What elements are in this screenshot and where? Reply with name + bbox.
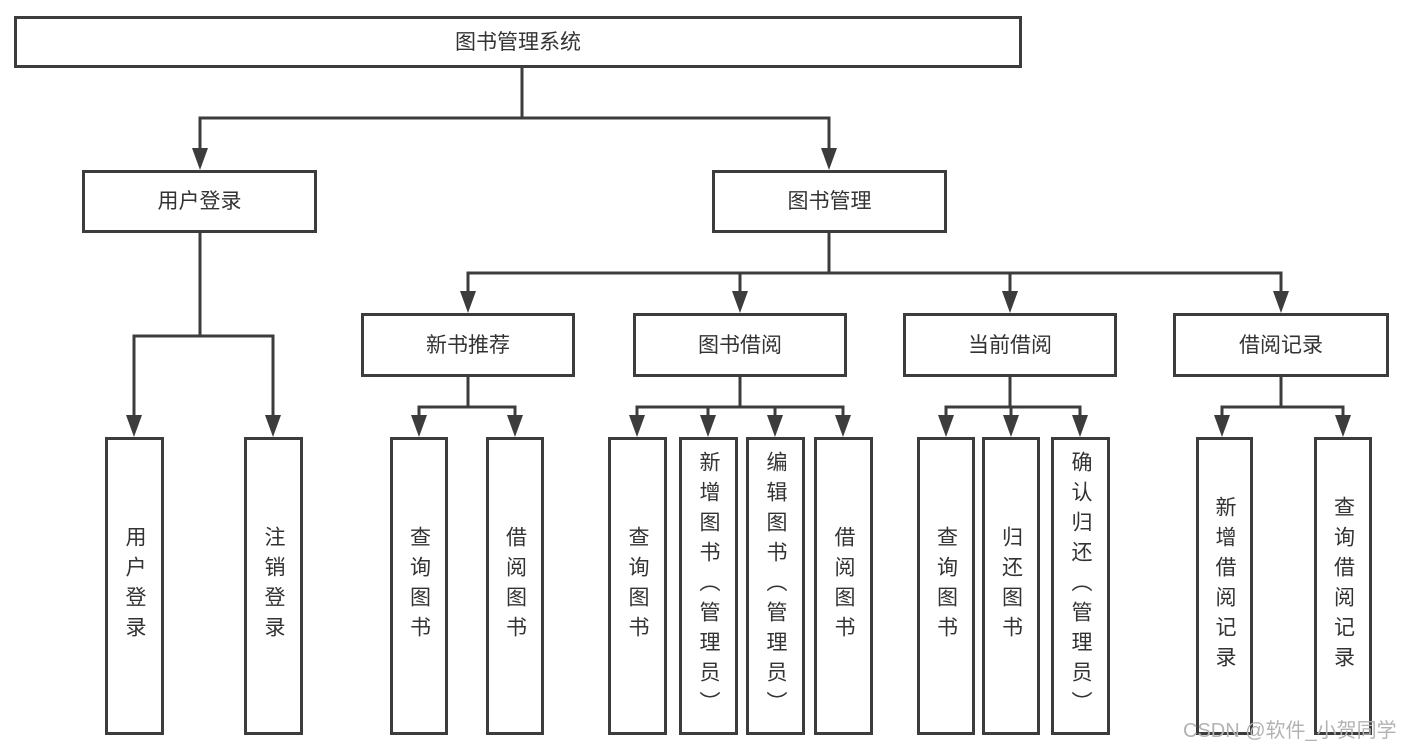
leaf-confirm-return-admin: 确认归还（管理员） (1051, 437, 1110, 735)
leaf-query-borrow-record-label: 查询借阅记录 (1331, 496, 1355, 676)
leaf-edit-books-admin: 编辑图书（管理员） (746, 437, 805, 735)
node-borrowing-records-label: 借阅记录 (1239, 333, 1323, 357)
leaf-current-query-books: 查询图书 (917, 437, 975, 735)
leaf-query-borrow-record: 查询借阅记录 (1314, 437, 1372, 735)
leaf-edit-books-admin-label: 编辑图书（管理员） (764, 451, 787, 721)
leaf-recommend-query-books-label: 查询图书 (407, 526, 431, 646)
connector-arrowheads (126, 148, 1351, 437)
leaf-add-books-admin-label: 新增图书（管理员） (697, 451, 720, 721)
leaf-logout-label: 注销登录 (262, 526, 285, 646)
leaf-return-books-label: 归还图书 (999, 526, 1023, 646)
leaf-return-books: 归还图书 (982, 437, 1040, 735)
leaf-add-books-admin: 新增图书（管理员） (679, 437, 738, 735)
node-borrowing-records: 借阅记录 (1173, 313, 1389, 377)
leaf-borrowing-query-books: 查询图书 (608, 437, 667, 735)
leaf-logout: 注销登录 (244, 437, 303, 735)
node-book-borrowing: 图书借阅 (633, 313, 847, 377)
leaf-user-login-label: 用户登录 (123, 526, 146, 646)
node-new-book-recommendation-label: 新书推荐 (426, 333, 510, 357)
leaf-borrow-books-label: 借阅图书 (832, 526, 855, 646)
leaf-add-borrow-record: 新增借阅记录 (1196, 437, 1253, 735)
leaf-borrow-books: 借阅图书 (814, 437, 873, 735)
node-user-login: 用户登录 (82, 170, 317, 233)
leaf-current-query-books-label: 查询图书 (934, 526, 958, 646)
node-book-management-label: 图书管理 (787, 190, 872, 213)
connector-lines (132, 68, 1345, 417)
leaf-recommend-query-books: 查询图书 (390, 437, 448, 735)
node-library-system-label: 图书管理系统 (455, 30, 581, 54)
node-current-borrowing: 当前借阅 (903, 313, 1117, 377)
node-library-system: 图书管理系统 (14, 16, 1022, 68)
leaf-user-login: 用户登录 (105, 437, 164, 735)
node-book-management: 图书管理 (712, 170, 947, 233)
leaf-add-borrow-record-label: 新增借阅记录 (1213, 496, 1236, 676)
leaf-recommend-borrow-books: 借阅图书 (486, 437, 544, 735)
csdn-watermark: CSDN @软件_小贺同学 (1183, 720, 1397, 742)
node-current-borrowing-label: 当前借阅 (968, 333, 1052, 357)
node-book-borrowing-label: 图书借阅 (698, 333, 782, 357)
leaf-recommend-borrow-books-label: 借阅图书 (503, 526, 527, 646)
leaf-borrowing-query-books-label: 查询图书 (626, 526, 649, 646)
leaf-confirm-return-admin-label: 确认归还（管理员） (1069, 451, 1092, 721)
node-user-login-label: 用户登录 (157, 190, 242, 213)
node-new-book-recommendation: 新书推荐 (361, 313, 575, 377)
